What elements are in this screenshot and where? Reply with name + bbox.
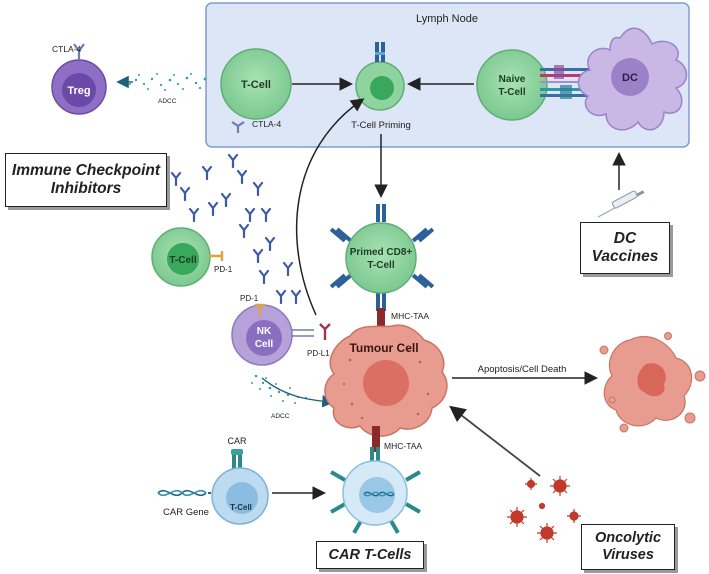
tumour-cell: Tumour Cell	[324, 324, 448, 437]
car-t-precursor-cell: CAR T-Cell	[211, 436, 269, 525]
car-gene-label: CAR Gene	[163, 507, 209, 518]
mhc-taa-top-icon	[377, 308, 385, 330]
oncolytic-line2: Viruses	[602, 547, 654, 563]
nk-label-line2: Cell	[255, 339, 274, 350]
t-cell-priming-cell: T-Cell Priming	[351, 42, 411, 131]
pd1-receptor-icon	[209, 251, 224, 261]
naive-label-line1: Naive	[499, 74, 526, 85]
tumour-label: Tumour Cell	[349, 341, 418, 355]
syringe-icon	[597, 190, 645, 218]
nk-adcc-label: ADCC	[271, 413, 290, 420]
lymph-t-cell-label: T-Cell	[241, 79, 271, 91]
checkpoint-t-cell: T-Cell PD-1	[151, 227, 233, 287]
lymph-ctla4-label: CTLA-4	[252, 119, 282, 129]
pdl1-label: PD-L1	[307, 349, 330, 358]
mhc-taa-bottom-label: MHC-TAA	[384, 441, 422, 451]
dying-cell	[599, 332, 706, 433]
dc-label: DC	[622, 72, 638, 84]
apoptosis-label: Apoptosis/Cell Death	[478, 364, 567, 375]
primed-cd8-t-cell: Primed CD8+ T-Cell	[329, 204, 435, 311]
car-label: CAR	[227, 436, 247, 446]
arrow-virus-to-tumour	[449, 405, 541, 477]
nk-receptor-icon	[291, 329, 314, 337]
lymph-node-title: Lymph Node	[416, 13, 478, 25]
nk-cell: NK Cell PD-1	[231, 294, 314, 366]
checkpoint-box-line2: Inhibitors	[50, 180, 122, 197]
treg-adcc-label: ADCC	[158, 98, 177, 105]
naive-label-line2: T-Cell	[498, 87, 525, 98]
treg-ctla4-receptor-icon	[73, 43, 85, 60]
ctla4-receptor-icon	[231, 121, 245, 133]
oncolytic-line1: Oncolytic	[594, 530, 662, 547]
mhc-taa-top-label: MHC-TAA	[391, 311, 429, 321]
adcc-particles-treg	[129, 73, 207, 91]
primed-label-line1: Primed CD8+	[350, 247, 413, 258]
car-t-cell-label: T-Cell	[230, 503, 252, 512]
virus-icons	[507, 476, 581, 543]
adcc-arrow-tumour	[261, 377, 335, 408]
tcr-mhc-bridge-icon	[540, 65, 590, 99]
checkpoint-box-line1: Immune Checkpoint	[11, 162, 161, 180]
dc-vaccines-line1: DC	[613, 230, 637, 248]
antibody-icons	[170, 153, 302, 305]
priming-label: T-Cell Priming	[351, 120, 411, 131]
treg-ctla4-label: CTLA-4	[52, 44, 82, 54]
treg-label: Treg	[67, 85, 90, 97]
nk-pd1-receptor-icon	[255, 303, 265, 316]
checkpoint-t-cell-label: T-Cell	[169, 255, 196, 266]
treg-cell: Treg CTLA-4	[51, 43, 107, 115]
pdl1-receptor-icon	[319, 323, 331, 340]
car-gene-dna-icon	[157, 489, 207, 497]
arrow-tumour-to-priming	[295, 98, 365, 316]
lymph-node-region: Lymph Node	[205, 2, 690, 148]
pd1-top-label: PD-1	[214, 265, 233, 274]
dc-vaccines-line2: Vaccines	[591, 248, 659, 265]
primed-label-line2: T-Cell	[367, 260, 394, 271]
car-t-cell	[330, 447, 421, 534]
mhc-taa-bottom-icon	[372, 426, 380, 452]
naive-t-cell: Naive T-Cell	[476, 49, 548, 121]
lymph-t-cell: T-Cell CTLA-4	[220, 48, 292, 133]
car-t-cells-label: CAR T-Cells	[328, 546, 412, 563]
pd1-nk-label: PD-1	[240, 294, 259, 303]
car-t-cells-box: CAR T-Cells	[316, 541, 424, 569]
nk-label-line1: NK	[257, 326, 272, 337]
dendritic-cell: DC	[577, 27, 688, 131]
